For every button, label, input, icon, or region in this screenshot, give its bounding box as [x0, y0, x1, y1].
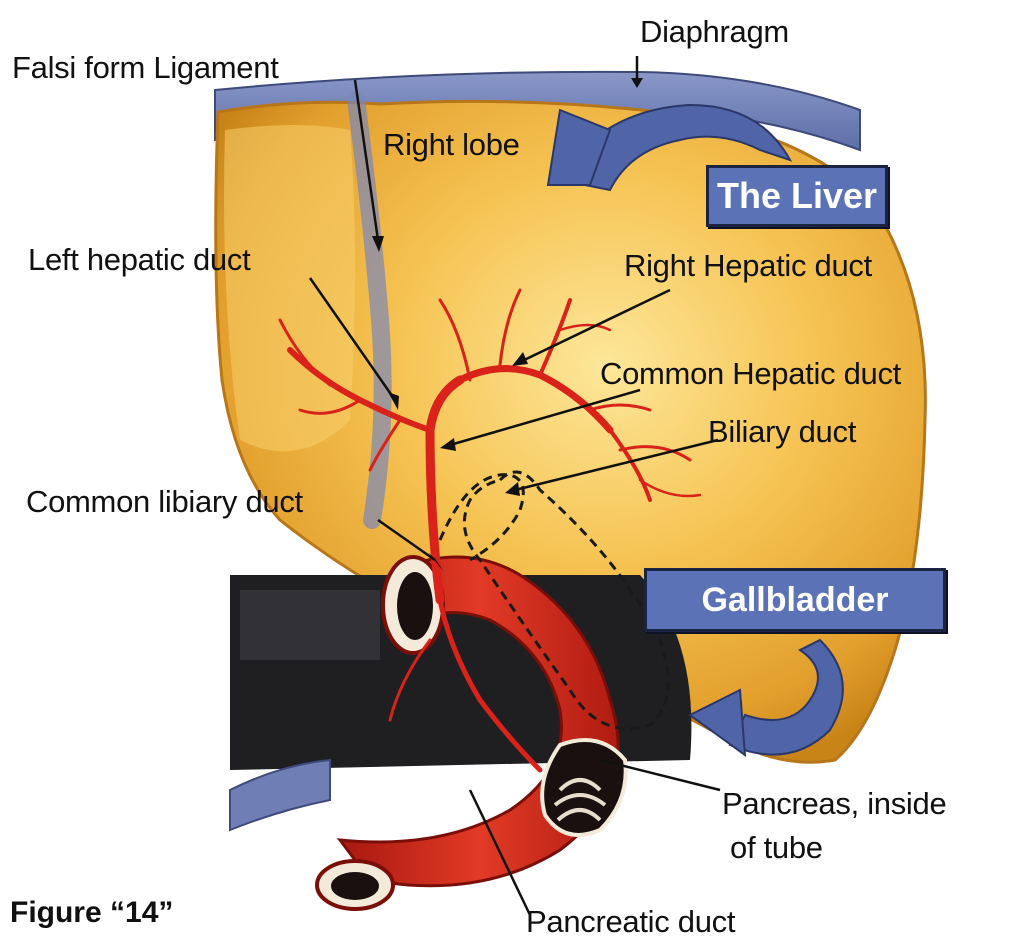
label-biliary-duct: Biliary duct	[708, 414, 856, 450]
label-the-liver: The Liver	[706, 165, 888, 227]
label-left-hepatic-duct: Left hepatic duct	[28, 242, 250, 278]
label-common-biliary-duct: Common libiary duct	[26, 484, 303, 520]
dark-tissue-speckles	[240, 590, 380, 660]
pancreas-cutaway	[542, 740, 626, 835]
label-falciform-ligament: Falsi form Ligament	[12, 50, 279, 86]
label-diaphragm: Diaphragm	[640, 14, 789, 50]
label-gallbladder: Gallbladder	[644, 568, 946, 632]
label-pancreas-line2: of tube	[730, 830, 823, 866]
lower-diaphragm-fragment	[230, 760, 330, 830]
label-pancreatic-duct: Pancreatic duct	[526, 904, 735, 940]
label-right-hepatic-duct: Right Hepatic duct	[624, 248, 872, 284]
figure-caption: Figure “14”	[10, 896, 173, 930]
label-right-lobe: Right lobe	[383, 127, 520, 163]
label-common-hepatic-duct: Common Hepatic duct	[600, 356, 901, 392]
label-pancreas-line1: Pancreas, inside	[722, 786, 946, 822]
left-lobe-shade	[224, 125, 355, 451]
